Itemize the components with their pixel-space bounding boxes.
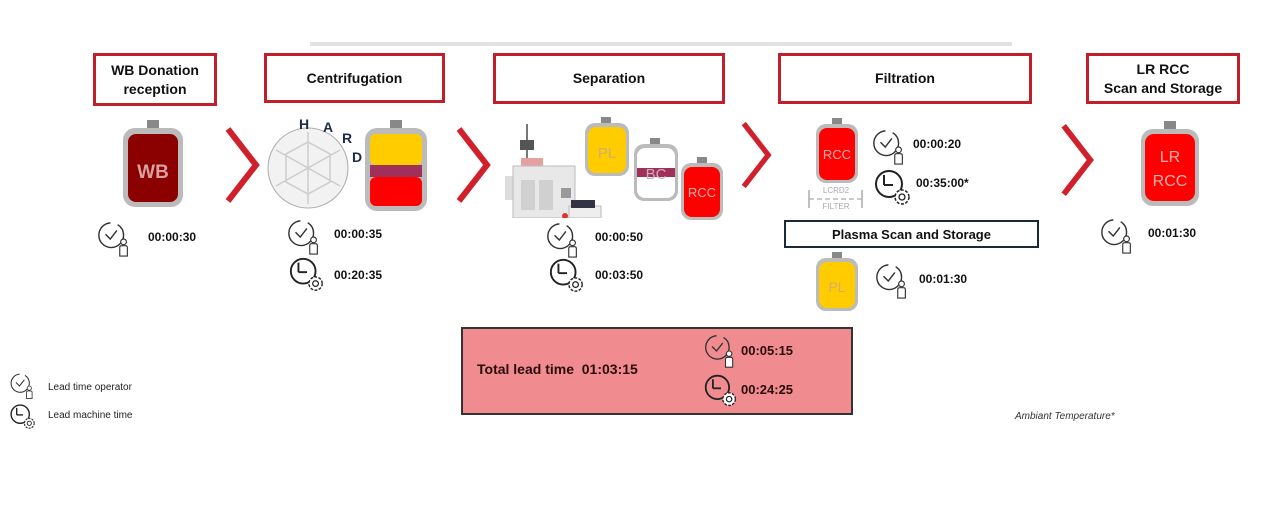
bag-label: RCC: [823, 147, 851, 162]
chevron-right-icon: [1058, 122, 1096, 198]
plasma-title: Plasma Scan and Storage: [832, 226, 991, 242]
bag-label: PL: [828, 279, 845, 295]
clock-gear-icon: [548, 257, 586, 295]
filter-label-top: LCRD2: [822, 186, 850, 195]
clock-operator-icon: [9, 372, 37, 400]
lr-rcc-operator-time: 00:01:30: [1148, 226, 1197, 240]
stage-filtration-title: Filtration: [778, 53, 1032, 104]
pl-bag: PL: [816, 252, 858, 311]
clock-operator-icon: [703, 333, 739, 369]
centrifugation-operator-time: 00:00:35: [334, 227, 383, 241]
separation-machine-time: 00:03:50: [595, 268, 644, 282]
top-divider-bar: [310, 42, 1012, 46]
rcc-bag: RCC: [681, 157, 723, 220]
stage-title-line2: reception: [123, 80, 187, 97]
lcrd2-filter-icon: [808, 190, 863, 208]
clock-operator-icon: [286, 218, 324, 256]
clock-operator-icon: [871, 128, 909, 166]
lr-rcc-bag: LR RCC: [1141, 121, 1199, 206]
chevron-right-icon: [453, 125, 493, 205]
stage-title: Filtration: [875, 70, 935, 86]
wb-blood-bag: WB: [123, 120, 183, 207]
clock-operator-icon: [874, 262, 912, 300]
total-lead-time-box: Total lead time 01:03:15 00:05:15 00:24:…: [461, 327, 853, 415]
centrifugation-machine-time: 00:20:35: [334, 268, 383, 282]
stage-title-line2: Scan and Storage: [1103, 79, 1223, 96]
bag-label: WB: [137, 162, 169, 183]
stage-centrifugation-title: Centrifugation: [264, 53, 445, 103]
clock-operator-icon: [1099, 217, 1137, 255]
bag-label: BC: [646, 166, 667, 183]
bag-label-line2: RCC: [1153, 173, 1188, 190]
bag-label-line1: LR: [1160, 149, 1180, 166]
stage-title-line1: WB Donation: [111, 61, 199, 78]
stage-title: Centrifugation: [306, 69, 403, 86]
clock-gear-icon: [288, 256, 326, 294]
plasma-scan-title: Plasma Scan and Storage: [784, 220, 1039, 248]
bc-bag: BC: [634, 138, 678, 201]
wb-operator-time: 00:00:30: [148, 230, 197, 244]
stage-wb-donation-title: WB Donation reception: [93, 53, 217, 106]
total-label-text: Total lead time: [477, 361, 574, 377]
bag-label: PL: [598, 145, 616, 162]
total-value: 01:03:15: [581, 361, 638, 377]
separated-blood-bag: [365, 120, 427, 211]
bag-label: RCC: [688, 185, 716, 200]
stage-lr-rcc-title: LR RCC Scan and Storage: [1086, 53, 1240, 104]
ambient-temperature-footnote: Ambiant Temperature*: [1015, 411, 1115, 422]
clock-gear-icon: [873, 168, 913, 208]
separator-machine-icon: [505, 124, 602, 218]
filter-label-bottom: FILTER: [822, 202, 850, 211]
separation-operator-time: 00:00:50: [595, 230, 644, 244]
clock-operator-icon: [545, 221, 583, 259]
plasma-operator-time: 00:01:30: [919, 272, 968, 286]
centrifuge-rotor-icon: [267, 127, 349, 209]
clock-operator-icon: [96, 220, 134, 258]
total-operator-time: 00:05:15: [741, 343, 794, 358]
pl-bag: PL: [585, 117, 629, 176]
chevron-right-icon: [222, 125, 262, 205]
legend-operator-label: Lead time operator: [48, 382, 132, 393]
stage-separation-title: Separation: [493, 53, 725, 104]
stage-title-line1: LR RCC: [1136, 60, 1190, 77]
clock-gear-icon: [9, 403, 37, 431]
rcc-bag: RCC: [816, 118, 858, 183]
total-machine-time: 00:24:25: [741, 382, 794, 397]
filtration-operator-time: 00:00:20: [913, 137, 962, 151]
chevron-right-icon: [738, 120, 774, 190]
clock-gear-icon: [703, 373, 739, 409]
total-lead-time-label: Total lead time 01:03:15: [477, 361, 638, 377]
filtration-machine-time: 00:35:00*: [916, 176, 969, 190]
stage-title: Separation: [572, 70, 646, 86]
legend-machine-label: Lead machine time: [48, 410, 133, 421]
